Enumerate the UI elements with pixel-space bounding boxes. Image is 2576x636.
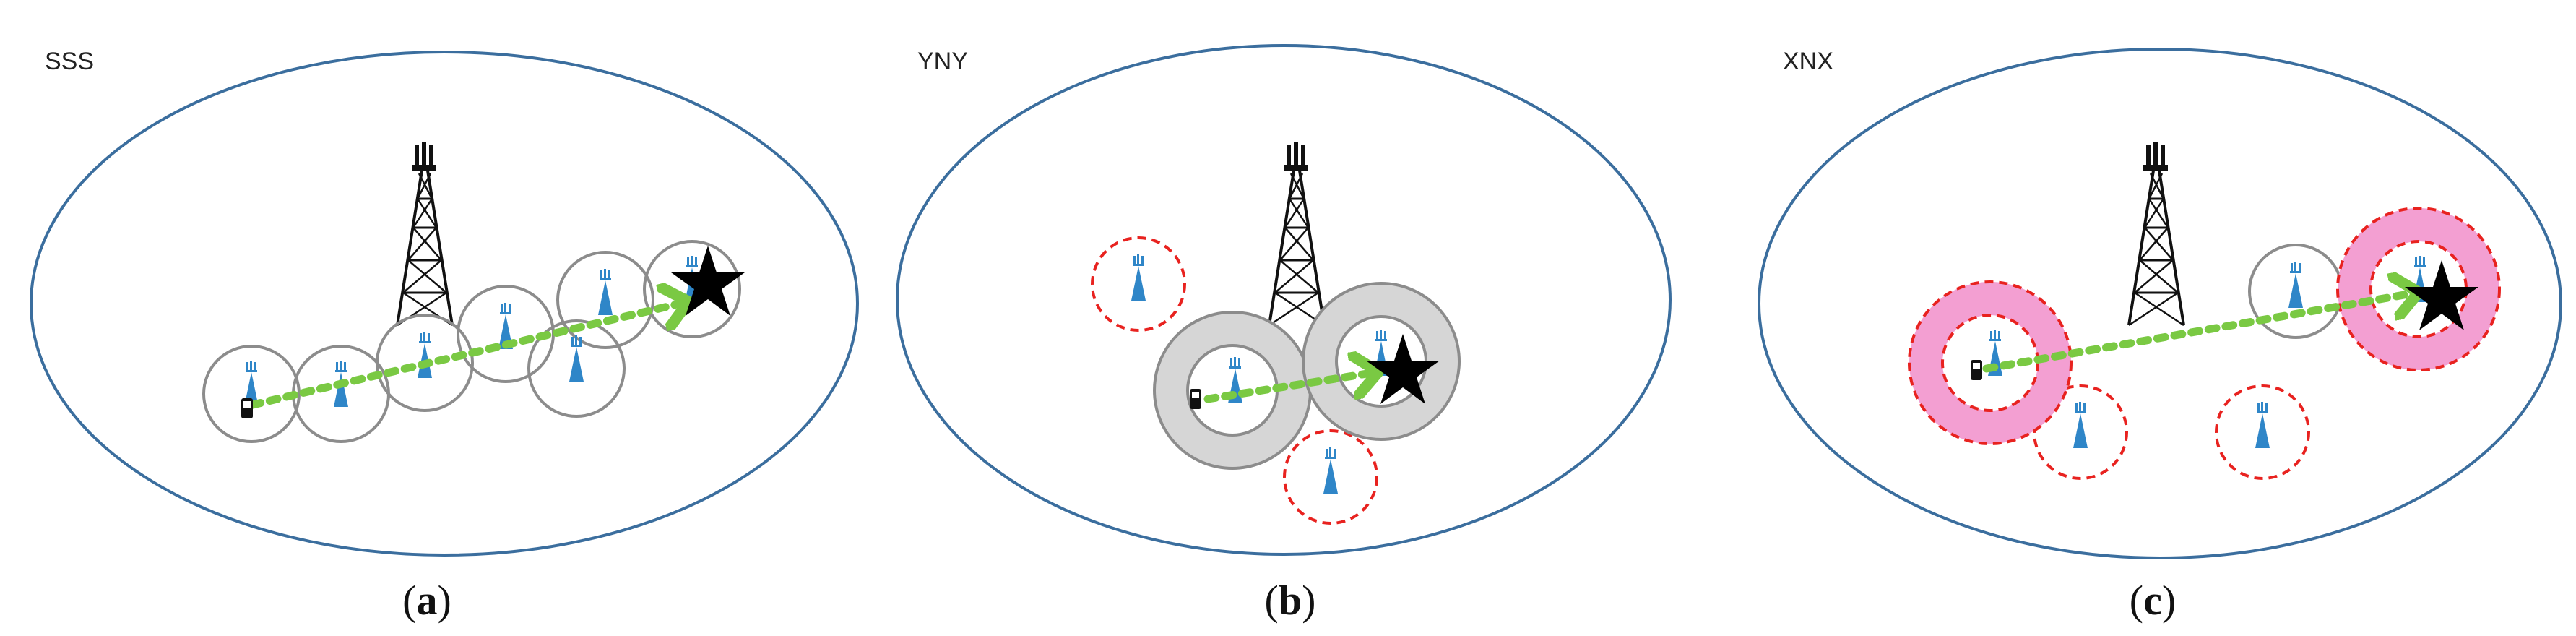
destination-star-icon [2405,260,2478,330]
small-cell-range [527,319,626,418]
caption-letter-b: b [1279,577,1302,624]
small-cell-icon [2255,402,2270,448]
user-device-icon [241,398,253,418]
small-cell-range [643,240,741,338]
candidate-cell-range [2215,384,2310,480]
candidate-cell-range [1283,429,1378,525]
small-cell-icon [569,335,584,382]
user-device-icon [1190,389,1201,409]
caption-c: (c) [2130,577,2176,624]
handover-path-arrow [1203,372,1376,403]
coverage-ellipse-b [896,44,1672,556]
panel-c: XNX (c) [1758,48,2562,624]
panel-c-title: XNX [1783,48,1833,75]
small-cell-icon [418,332,432,378]
candidate-cell-range [2033,384,2128,480]
small-cell-icon [598,269,613,315]
macro-tower-icon [2127,140,2185,327]
destination-star-icon [671,246,745,316]
caption-letter-a: a [417,577,438,624]
coverage-ellipse-c [1758,48,2562,559]
small-cell-range [376,314,474,412]
small-cell-icon [2288,262,2303,308]
destination-star-icon [1366,334,1440,404]
candidate-cell-range [1091,236,1186,332]
small-cell-icon [1131,254,1146,301]
caption-b: (b) [1265,577,1316,624]
panel-a-title: SSS [45,48,94,75]
caption-a: (a) [402,577,451,624]
macro-tower-icon [1268,140,1326,327]
small-cell-range [202,345,301,443]
macro-tower-icon [396,140,454,327]
panel-b: YNY (b) [896,44,1672,624]
handover-path-arrow [1982,293,2416,373]
panel-a: SSS (a) [30,48,859,624]
serving-ring-source [1908,280,2073,445]
small-cell-range [556,251,654,349]
caption-letter-c: c [2143,577,2162,624]
coverage-ellipse-a [30,51,859,556]
small-cell-icon [1323,447,1338,494]
panel-b-title: YNY [917,48,968,75]
user-device-icon [1971,360,1982,380]
handover-path-arrow [248,302,686,409]
small-cell-icon [2073,402,2088,448]
